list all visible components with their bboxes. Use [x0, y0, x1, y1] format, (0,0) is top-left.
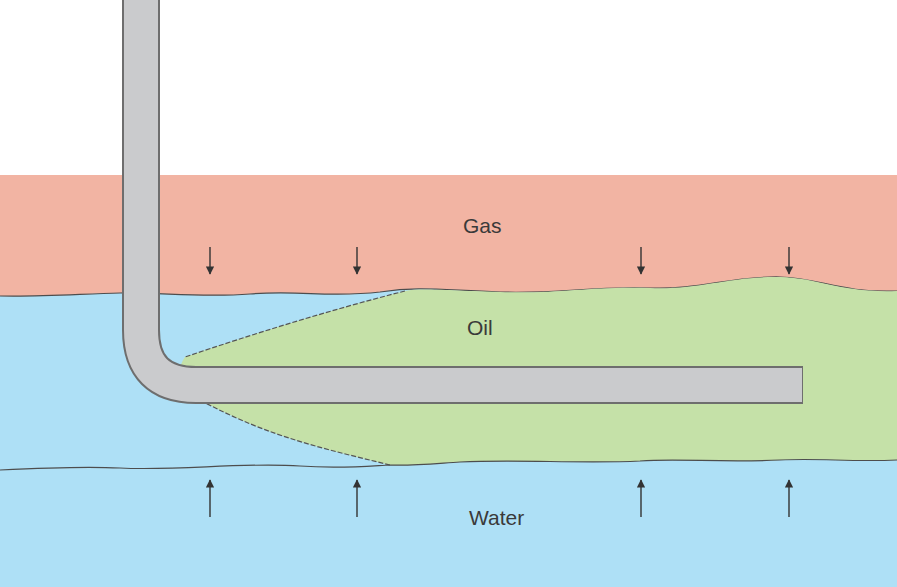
layer-label: Gas	[463, 214, 502, 238]
layer-label: Water	[469, 506, 524, 530]
pipe-outline	[141, 0, 803, 385]
gas-cap-arrows	[210, 247, 789, 274]
water-band: Water	[465, 504, 528, 532]
oil-cone-top	[185, 291, 405, 357]
layer-label: Oil	[467, 316, 493, 340]
water-cone	[200, 400, 390, 465]
oil-zone-label: Oil	[463, 314, 497, 342]
gas-band: Gas	[459, 212, 506, 240]
wellbore-pipe	[141, 0, 802, 385]
oil-water-contact	[0, 459, 897, 470]
